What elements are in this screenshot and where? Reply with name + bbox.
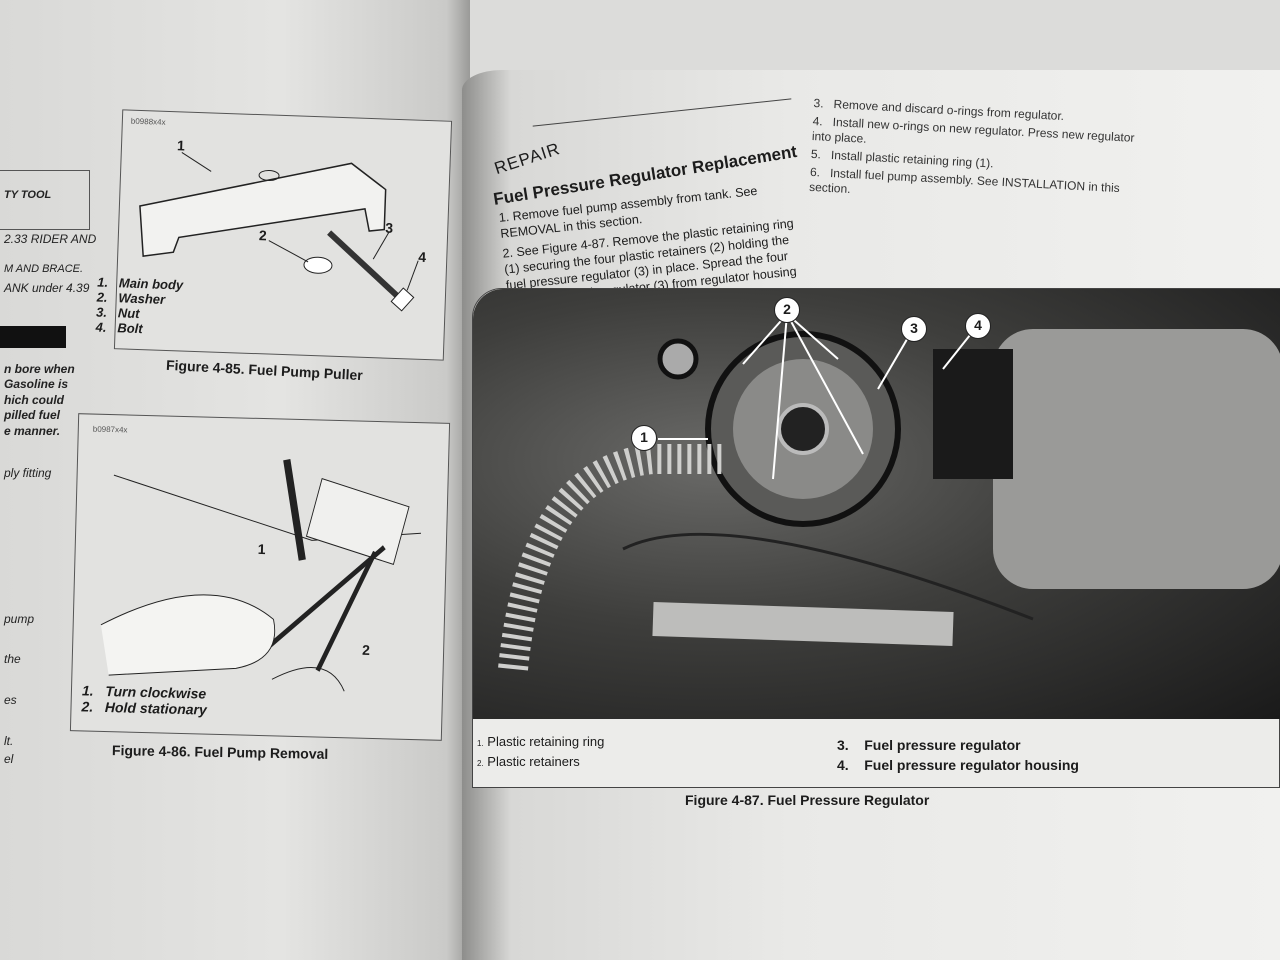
text-fragment: 2.33 RIDER AND: [4, 232, 97, 246]
legend-item: 4. Fuel pressure regulator housing: [837, 755, 1079, 775]
figure-4-85: b0988x4x 1 2 3 4 1. Main body 2. Washer …: [95, 109, 453, 361]
text-fragment: hich could: [4, 393, 64, 407]
text-fragment: el: [4, 752, 14, 766]
legend-num: 1.: [477, 739, 484, 748]
legend-text: Plastic retaining ring: [487, 734, 605, 749]
table-text: TY TOOL: [4, 189, 52, 201]
step-num: 1.: [498, 209, 510, 225]
callout-3: 3: [385, 219, 394, 236]
figure-legend-left: 1. Plastic retaining ring 2. Plastic ret…: [477, 733, 604, 773]
step-num: 3.: [813, 96, 825, 111]
legend-num: 2.: [81, 698, 94, 715]
legend-num: 3.: [95, 304, 108, 320]
legend-item: 2. Hold stationary: [81, 698, 207, 717]
callout-1: 1: [257, 540, 266, 558]
tool-table: TY TOOL: [0, 170, 90, 230]
figure-legend: 1. Main body 2. Washer 3. Nut 4. Bolt: [95, 275, 183, 338]
legend-num: 1.: [81, 682, 94, 699]
callout-1: 1: [176, 137, 186, 154]
right-page: REPAIR Fuel Pressure Regulator Replaceme…: [462, 70, 1280, 960]
callout-3: 3: [901, 316, 927, 342]
figure-caption: Figure 4-87. Fuel Pressure Regulator: [685, 792, 930, 808]
fuel-pump-puller-drawing: [139, 151, 419, 312]
legend-item: 2. Plastic retainers: [477, 753, 604, 773]
text-fragment: ANK under 4.39: [4, 281, 90, 295]
text-fragment: lt.: [4, 734, 14, 748]
divider: [532, 98, 792, 127]
callout-4: 4: [418, 248, 427, 266]
step-num: 4.: [812, 113, 824, 129]
legend-num: 2.: [477, 759, 484, 768]
text-fragment: es: [4, 693, 17, 707]
legend-text: Fuel pressure regulator: [864, 737, 1021, 753]
callout-2: 2: [258, 227, 268, 244]
fuel-pressure-regulator-photo: 2 3 4 1: [473, 289, 1280, 719]
text-fragment: ply fitting: [4, 466, 52, 480]
legend-num: 4.: [837, 757, 849, 773]
text-fragment: n bore when: [4, 362, 75, 376]
text-fragment: Gasoline is: [4, 377, 69, 391]
figure-legend: 1. Turn clockwise 2. Hold stationary: [81, 682, 207, 717]
step-num: 2.: [501, 245, 514, 261]
legend-item: 4. Bolt: [95, 320, 181, 338]
text-fragment: e manner.: [4, 424, 61, 438]
figure-legend-right: 3. Fuel pressure regulator 4. Fuel press…: [837, 735, 1079, 775]
legend-num: 2.: [96, 289, 108, 305]
legend-num: 4.: [95, 319, 107, 335]
legend-text: Nut: [117, 305, 140, 322]
legend-num: 3.: [837, 737, 849, 753]
regulator-photo-shapes: [498, 313, 1280, 671]
figure-caption: Figure 4-85. Fuel Pump Puller: [165, 356, 364, 384]
step-num: 6.: [809, 164, 821, 180]
legend-text: Fuel pressure regulator housing: [864, 757, 1079, 773]
legend-text: Plastic retainers: [487, 754, 580, 769]
figure-caption: Figure 4-86. Fuel Pump Removal: [111, 742, 329, 762]
callout-2: 2: [774, 297, 800, 323]
legend-text: Washer: [118, 290, 166, 307]
section-label: REPAIR: [492, 138, 563, 179]
warning-bar: [0, 326, 66, 348]
callout-2: 2: [361, 641, 371, 658]
text-fragment: M AND BRACE.: [4, 263, 84, 275]
callout-1: 1: [631, 425, 657, 451]
legend-num: 1.: [96, 274, 109, 290]
legend-item: 3. Fuel pressure regulator: [837, 735, 1079, 755]
callout-4: 4: [965, 313, 991, 339]
legend-text: Hold stationary: [104, 698, 207, 718]
step-num: 5.: [810, 146, 822, 162]
fuel-pump-removal-drawing: [100, 458, 422, 692]
text-fragment: the: [4, 652, 21, 666]
text-fragment: pump: [4, 612, 35, 626]
figure-4-87: 2 3 4 1 1. Plastic retaining ring 2. Pla…: [472, 288, 1280, 788]
text-fragment: pilled fuel: [4, 408, 61, 422]
legend-text: Bolt: [117, 320, 143, 337]
figure-4-86: b0987x4x 1 2 1. Turn clockwise 2. Hold s…: [69, 413, 451, 741]
legend-item: 1. Plastic retaining ring: [477, 733, 604, 753]
left-page: TY TOOL 2.33 RIDER AND M AND BRACE. ANK …: [0, 0, 470, 960]
steps-right: 3. Remove and discard o-rings from regul…: [809, 96, 1144, 212]
